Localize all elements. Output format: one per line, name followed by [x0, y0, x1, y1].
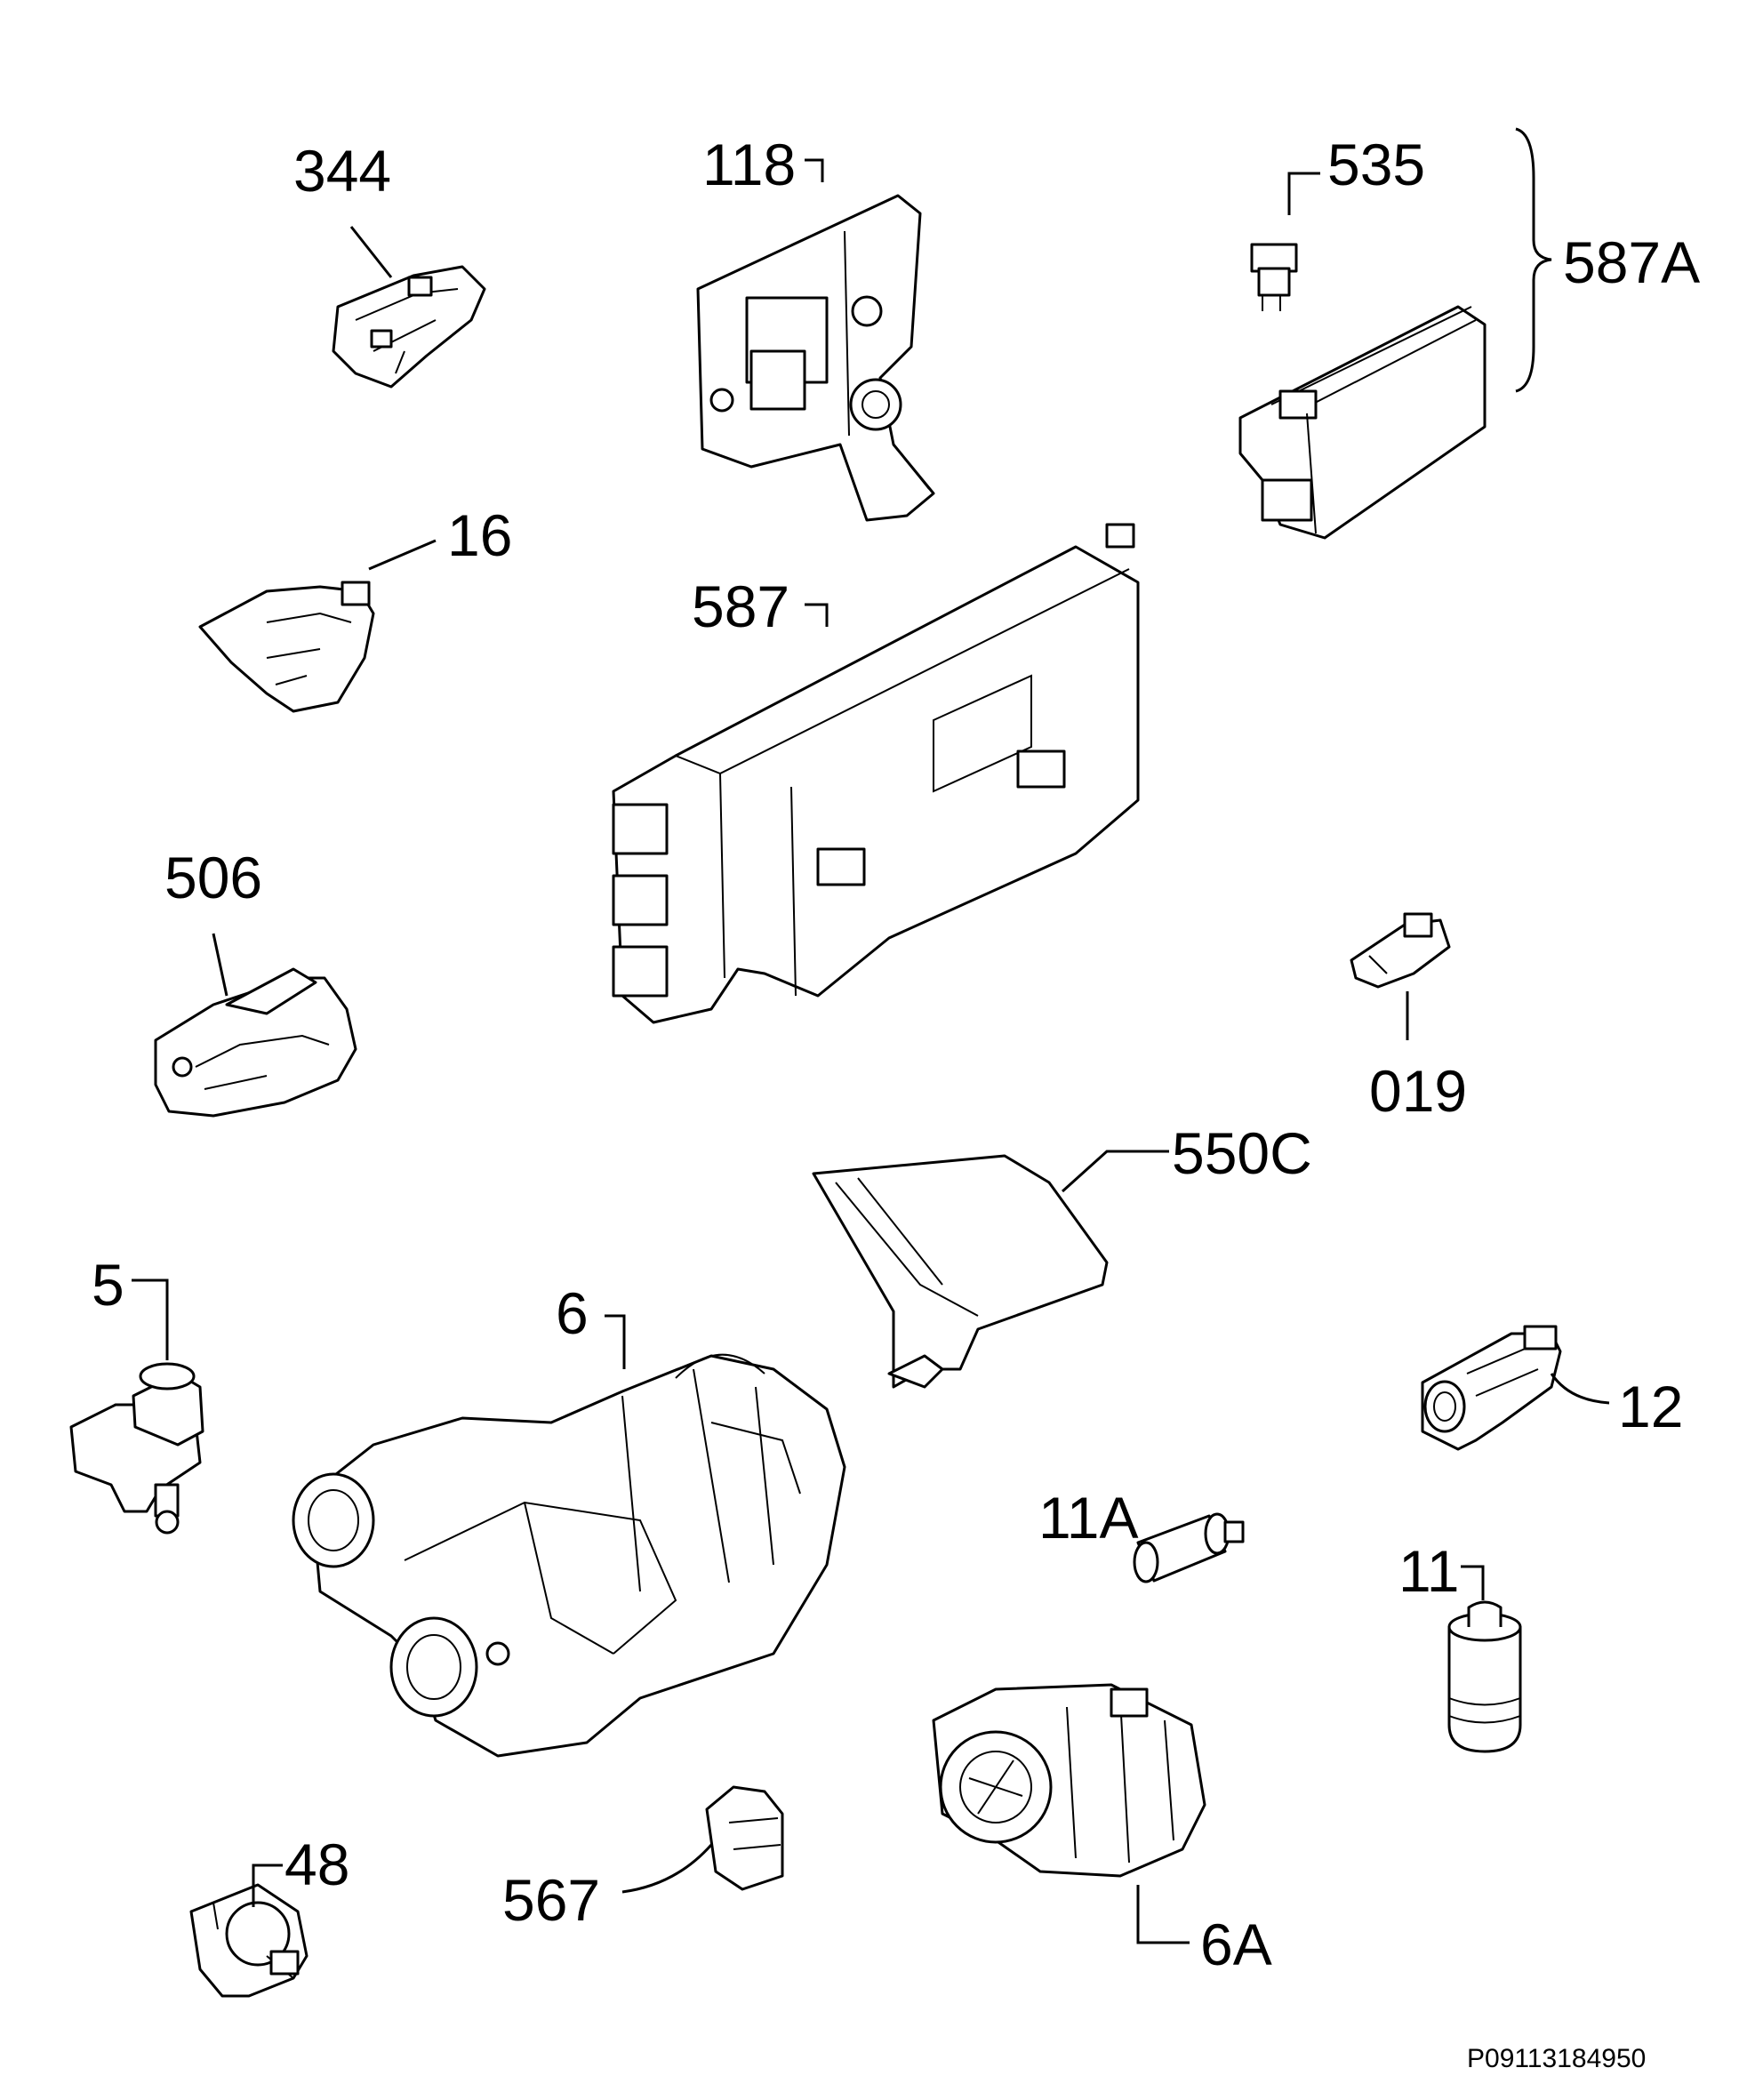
part-6-drawing: [292, 1353, 846, 1758]
leader-5: [132, 1278, 169, 1360]
label-48: 48: [284, 1831, 349, 1897]
part-344-drawing: [332, 265, 486, 389]
leader-12: [1550, 1373, 1610, 1405]
part-567-drawing: [705, 1785, 784, 1891]
leader-6: [605, 1314, 626, 1369]
label-587A: 587A: [1563, 229, 1700, 295]
label-6A: 6A: [1200, 1912, 1272, 1977]
part-550C-drawing: [812, 1154, 1109, 1389]
leader-11: [1461, 1565, 1485, 1600]
drawing-code: P09113184950: [1467, 2044, 1646, 2073]
leader-550C: [1061, 1150, 1169, 1193]
leader-6A: [1136, 1885, 1190, 1944]
part-11A-drawing: [1133, 1512, 1245, 1583]
part-12-drawing: [1421, 1325, 1562, 1451]
leader-48: [252, 1864, 283, 1907]
leader-16: [368, 539, 437, 571]
leader-567: [621, 1844, 713, 1894]
label-019: 019: [1369, 1058, 1467, 1124]
part-48-drawing: [189, 1883, 309, 1998]
label-118: 118: [702, 132, 796, 197]
part-506-drawing: [154, 967, 357, 1118]
leader-535: [1287, 172, 1320, 215]
part-6A-drawing: [932, 1683, 1206, 1878]
label-344: 344: [293, 138, 391, 204]
label-16: 16: [447, 502, 512, 568]
label-11A: 11A: [1038, 1485, 1139, 1551]
leader-118: [805, 158, 824, 182]
label-5: 5: [92, 1252, 124, 1318]
part-118-drawing: [696, 194, 935, 522]
label-12: 12: [1618, 1374, 1683, 1439]
label-587: 587: [692, 573, 789, 639]
label-535: 535: [1327, 132, 1425, 197]
part-16-drawing: [198, 581, 375, 713]
label-6: 6: [556, 1280, 589, 1346]
label-506: 506: [164, 845, 262, 910]
leader-344: [349, 226, 393, 278]
label-567: 567: [502, 1867, 600, 1933]
part-535-drawing: [1250, 243, 1298, 311]
part-587-drawing: [612, 523, 1140, 1024]
leader-506: [212, 933, 228, 997]
part-019-drawing: [1350, 912, 1451, 989]
leader-587: [805, 603, 829, 627]
label-550C: 550C: [1172, 1120, 1312, 1186]
part-587A-drawing: [1238, 305, 1487, 540]
brace-587A: [1515, 127, 1552, 393]
part-11-drawing: [1447, 1600, 1522, 1753]
label-11: 11: [1398, 1538, 1460, 1604]
part-5-drawing: [69, 1362, 204, 1535]
